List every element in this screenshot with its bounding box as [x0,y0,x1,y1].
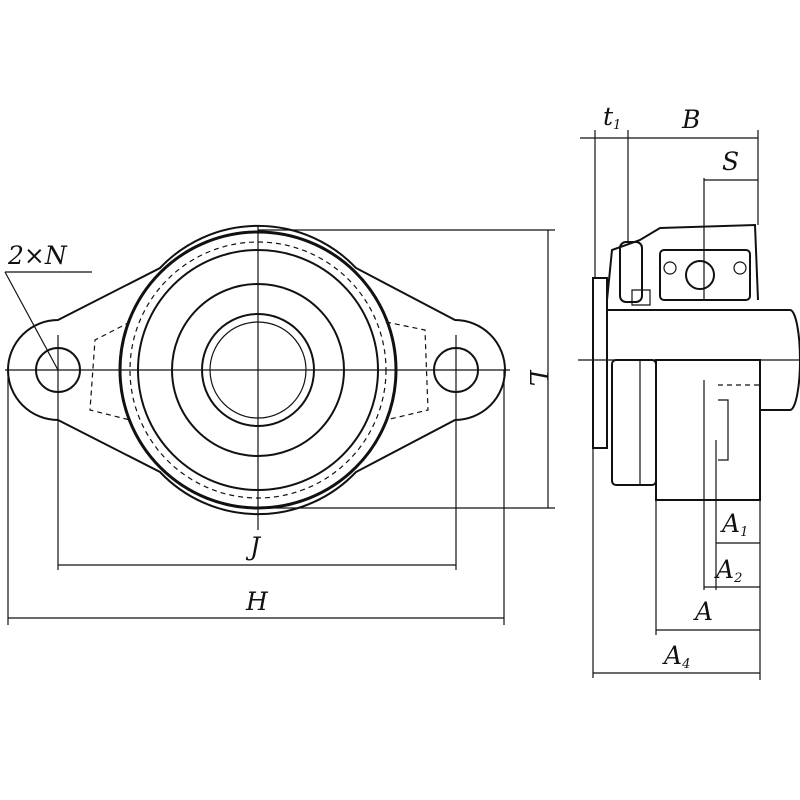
flange-outline [7,224,506,516]
housing-lower-left [611,359,657,486]
bore-circle [209,321,307,419]
housing-upper [606,223,759,301]
s-label: S [722,147,739,176]
housing-hidden-circle [129,241,387,499]
grease-nipple [663,261,677,275]
a1-label: A1 [720,509,748,540]
housing-lower-right [655,359,761,501]
set-screw [631,289,651,306]
inner-key [718,399,729,461]
a-label: A [693,597,713,626]
housing-inner-circle [137,249,379,491]
a4-label: A4 [662,641,690,672]
n-leader-line [4,271,59,371]
bearing-race [659,249,751,301]
b-label: B [681,105,700,134]
bearing-inner-ring [201,313,315,427]
flange-boss-left-hidden [89,321,131,421]
j-label: J [245,532,262,561]
flange-boss-right-hidden [385,321,429,421]
h-label: H [245,587,269,616]
l-label: L [524,369,553,387]
n-label: 2×N [7,241,68,270]
bearing-outer-ring [171,283,345,457]
side-view: t1 B S A1 A2 A A4 [578,102,800,680]
bearing-ball [685,260,715,290]
seal-right [733,261,747,275]
front-view: 2×N L J H [4,224,555,625]
t1-label: t1 [603,102,621,133]
flange-plate [592,277,608,449]
bearing-seal-left [619,241,643,303]
a2-label: A2 [714,555,742,586]
